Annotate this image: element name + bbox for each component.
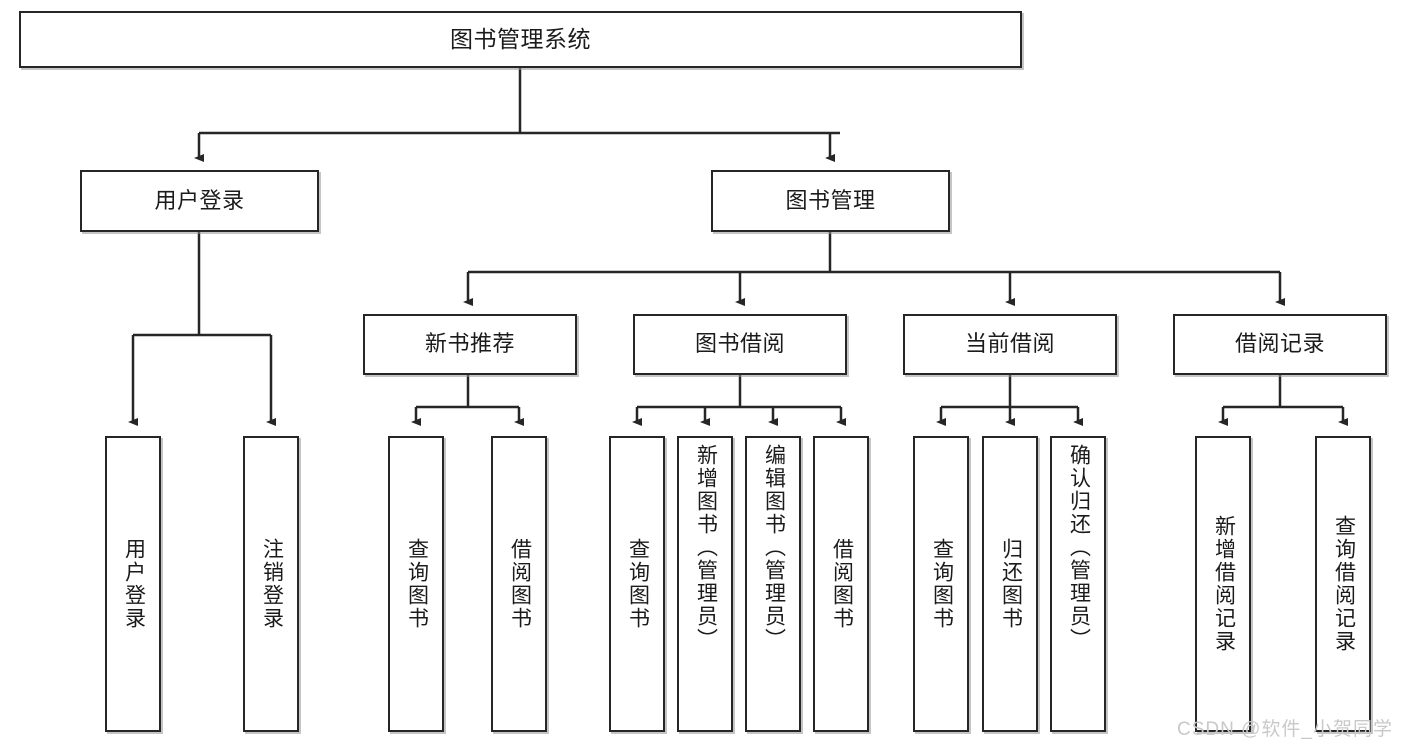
leaf-edit-book-admin[interactable]: 编辑图书（管理员） xyxy=(745,436,801,732)
node-user-login-label: 用户登录 xyxy=(154,187,245,213)
leaf-confirm-return-admin-label: 确认归还（管理员） xyxy=(1067,444,1091,651)
leaf-user-login-label: 用户登录 xyxy=(122,538,146,630)
leaf-add-borrow-record[interactable]: 新增借阅记录 xyxy=(1195,436,1251,732)
leaf-borrow-books-label: 借阅图书 xyxy=(830,538,854,630)
leaf-user-login[interactable]: 用户登录 xyxy=(105,436,161,732)
leaf-borrow-books[interactable]: 借阅图书 xyxy=(813,436,869,732)
node-borrow-records[interactable]: 借阅记录 xyxy=(1173,314,1387,375)
leaf-query-books-current-label: 查询图书 xyxy=(930,538,954,630)
leaf-confirm-return-admin[interactable]: 确认归还（管理员） xyxy=(1050,436,1106,732)
node-new-book-recommend-label: 新书推荐 xyxy=(424,331,515,357)
leaf-return-books[interactable]: 归还图书 xyxy=(982,436,1038,732)
leaf-add-borrow-record-label: 新增借阅记录 xyxy=(1212,515,1236,653)
leaf-return-books-label: 归还图书 xyxy=(999,538,1023,630)
node-borrow-records-label: 借阅记录 xyxy=(1234,331,1325,357)
node-new-book-recommend[interactable]: 新书推荐 xyxy=(363,314,577,375)
leaf-query-books-borrow[interactable]: 查询图书 xyxy=(609,436,665,732)
node-book-management-label: 图书管理 xyxy=(785,187,876,213)
node-book-management[interactable]: 图书管理 xyxy=(711,170,950,232)
leaf-logout-label: 注销登录 xyxy=(260,538,284,630)
node-book-borrow[interactable]: 图书借阅 xyxy=(633,314,847,375)
leaf-query-books-new-label: 查询图书 xyxy=(405,538,429,630)
leaf-query-borrow-record-label: 查询借阅记录 xyxy=(1332,515,1356,653)
leaf-query-borrow-record[interactable]: 查询借阅记录 xyxy=(1315,436,1371,732)
leaf-query-books-current[interactable]: 查询图书 xyxy=(913,436,969,732)
node-book-borrow-label: 图书借阅 xyxy=(694,331,785,357)
node-root[interactable]: 图书管理系统 xyxy=(19,11,1022,68)
leaf-borrow-books-new-label: 借阅图书 xyxy=(508,538,532,630)
leaf-add-book-admin[interactable]: 新增图书（管理员） xyxy=(677,436,733,732)
node-root-label: 图书管理系统 xyxy=(450,25,591,52)
node-user-login[interactable]: 用户登录 xyxy=(80,170,319,232)
leaf-query-books-new[interactable]: 查询图书 xyxy=(388,436,444,732)
leaf-query-books-borrow-label: 查询图书 xyxy=(626,538,650,630)
node-current-borrow[interactable]: 当前借阅 xyxy=(903,314,1117,375)
leaf-borrow-books-new[interactable]: 借阅图书 xyxy=(491,436,547,732)
leaf-logout[interactable]: 注销登录 xyxy=(243,436,299,732)
leaf-add-book-admin-label: 新增图书（管理员） xyxy=(694,444,718,651)
node-current-borrow-label: 当前借阅 xyxy=(964,331,1055,357)
leaf-edit-book-admin-label: 编辑图书（管理员） xyxy=(762,444,786,651)
watermark: CSDN @软件_小贺同学 xyxy=(1177,719,1393,740)
